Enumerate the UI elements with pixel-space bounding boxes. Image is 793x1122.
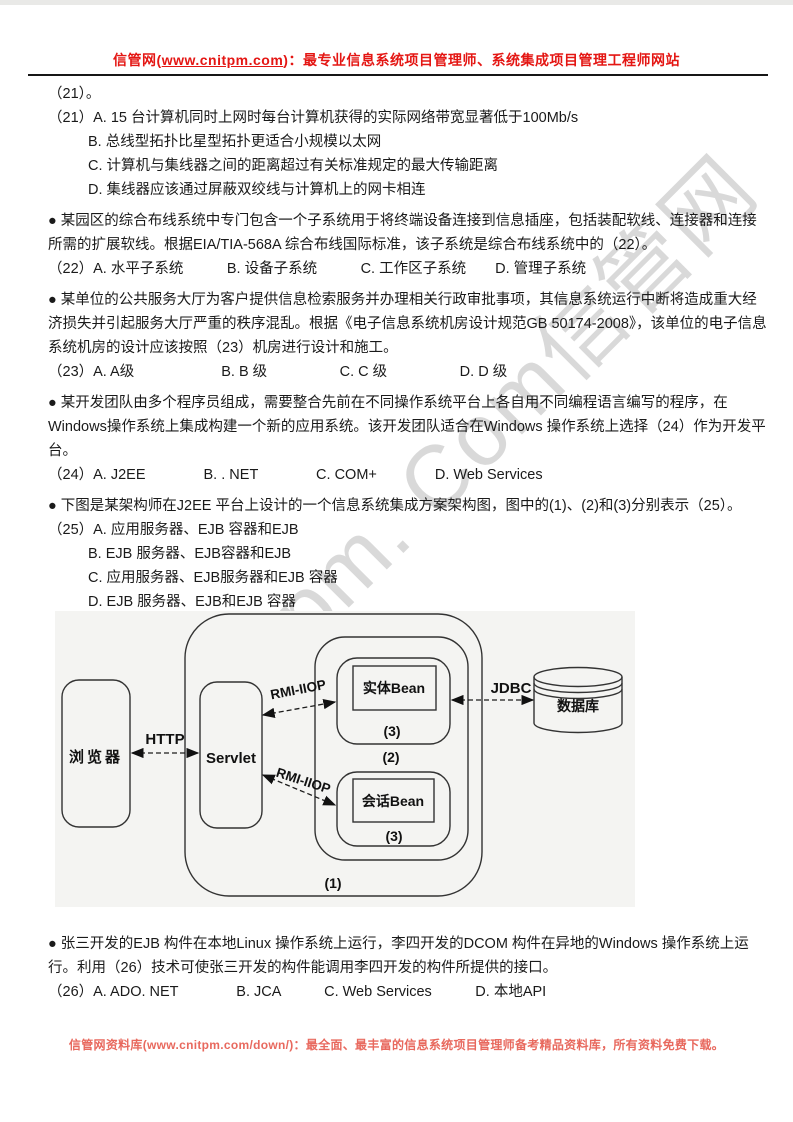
architecture-diagram-svg: 浏览器 Servlet HTTP RMI-IIOP RMI-IIOP JDBC … bbox=[61, 613, 623, 897]
session-bean-group-box bbox=[336, 771, 451, 847]
footer-banner: 信管网资料库(www.cnitpm.com/down/)：最全面、最丰富的信息系… bbox=[0, 1036, 793, 1053]
rmi-iiop-bottom-arrow bbox=[261, 774, 337, 806]
architecture-diagram: 浏览器 Servlet HTTP RMI-IIOP RMI-IIOP JDBC … bbox=[55, 611, 635, 907]
database-cylinder-icon bbox=[533, 666, 623, 734]
rmi-iiop-top-label: RMI-IIOP bbox=[269, 677, 327, 702]
label-3-bottom: (3) bbox=[385, 828, 402, 844]
doc-line: （24）A. J2EE B. . NET C. COM+ D. Web Serv… bbox=[48, 467, 543, 483]
header-banner: 信管网(www.cnitpm.com)：最专业信息系统项目管理师、系统集成项目管… bbox=[0, 50, 793, 70]
doc-line: ● 某单位的公共服务大厅为客户提供信息检索服务并办理相关行政审批事项，其信息系统… bbox=[48, 292, 757, 308]
doc-line: （22）A. 水平子系统 B. 设备子系统 C. 工作区子系统 D. 管理子系统 bbox=[48, 261, 587, 277]
doc-line: ● 某园区的综合布线系统中专门包含一个子系统用于将终端设备连接到信息插座，包括装… bbox=[48, 213, 757, 229]
doc-line: D. EJB 服务器、EJB和EJB 容器 bbox=[88, 594, 296, 610]
entity-bean-box bbox=[352, 665, 437, 711]
doc-line: 台。 bbox=[48, 443, 77, 459]
doc-line: ● 下图是某架构师在J2EE 平台上设计的一个信息系统集成方案架构图，图中的(1… bbox=[48, 498, 742, 514]
doc-line: （26）A. ADO. NET B. JCA C. Web Services D… bbox=[48, 984, 547, 1000]
doc-line: ● 张三开发的EJB 构件在本地Linux 操作系统上运行，李四开发的DCOM … bbox=[48, 936, 749, 952]
header-prefix: 信管网( bbox=[113, 52, 162, 68]
doc-line: 济损失并引起服务大厅严重的秩序混乱。根据《电子信息系统机房设计规范GB 5017… bbox=[48, 316, 767, 332]
doc-line: （21）A. 15 台计算机同时上网时每台计算机获得的实际网络带宽显著低于100… bbox=[48, 110, 579, 126]
http-label: HTTP bbox=[145, 731, 184, 748]
doc-line: 所需的扩展软线。根据EIA/TIA-568A 综合布线国际标准，该子系统是综合布… bbox=[48, 237, 657, 253]
browser-label: 浏览器 bbox=[69, 748, 123, 766]
session-bean-label: 会话Bean bbox=[362, 793, 424, 809]
rmi-iiop-top-arrow bbox=[261, 698, 337, 719]
doc-line: 系统机房的设计应该按照（23）机房进行设计和施工。 bbox=[48, 340, 398, 356]
doc-line: C. 应用服务器、EJB服务器和EJB 容器 bbox=[88, 570, 338, 586]
entity-bean-group-box bbox=[336, 657, 451, 745]
browser-box bbox=[61, 679, 131, 828]
footer-suffix: )：最全面、最丰富的信息系统项目管理师备考精品资料库，所有资料免费下载。 bbox=[289, 1038, 725, 1052]
doc-line: （25）A. 应用服务器、EJB 容器和EJB bbox=[48, 522, 299, 538]
servlet-label: Servlet bbox=[206, 750, 256, 767]
doc-line: ● 某开发团队由多个程序员组成，需要整合先前在不同操作系统平台上各自用不同编程语… bbox=[48, 395, 728, 411]
doc-line: 行。利用（26）技术可使张三开发的构件能调用李四开发的构件所提供的接口。 bbox=[48, 960, 558, 976]
footer-link[interactable]: www.cnitpm.com/down/ bbox=[147, 1038, 290, 1052]
doc-line: （21）。 bbox=[48, 86, 101, 102]
label-2: (2) bbox=[382, 749, 399, 765]
label-1: (1) bbox=[324, 875, 341, 891]
database-label: 数据库 bbox=[557, 698, 599, 714]
doc-line: D. 集线器应该通过屏蔽双绞线与计算机上的网卡相连 bbox=[88, 182, 426, 198]
entity-bean-label: 实体Bean bbox=[363, 680, 425, 696]
doc-line: B. 总线型拓扑比星型拓扑更适合小规模以太网 bbox=[88, 134, 382, 150]
header-rule bbox=[28, 74, 768, 76]
ejb-container-box bbox=[314, 636, 469, 861]
doc-line: C. 计算机与集线器之间的距离超过有关标准规定的最大传输距离 bbox=[88, 158, 499, 174]
doc-line: Windows操作系统上集成构建一个新的应用系统。该开发团队适合在Windows… bbox=[48, 419, 766, 435]
servlet-box bbox=[199, 681, 263, 829]
scan-edge-strip bbox=[0, 0, 793, 5]
question-text-block: （21）。 （21）A. 15 台计算机同时上网时每台计算机获得的实际网络带宽显… bbox=[48, 82, 773, 1004]
label-3-top: (3) bbox=[383, 723, 400, 739]
session-bean-box bbox=[352, 778, 435, 823]
doc-line: （23）A. A级 B. B 级 C. C 级 D. D 级 bbox=[48, 364, 508, 380]
jdbc-label: JDBC bbox=[491, 680, 532, 697]
header-suffix: )：最专业信息系统项目管理师、系统集成项目管理工程师网站 bbox=[283, 52, 680, 68]
doc-line: B. EJB 服务器、EJB容器和EJB bbox=[88, 546, 292, 562]
footer-prefix: 信管网资料库( bbox=[68, 1038, 148, 1052]
header-link[interactable]: www.cnitpm.com bbox=[161, 52, 284, 68]
